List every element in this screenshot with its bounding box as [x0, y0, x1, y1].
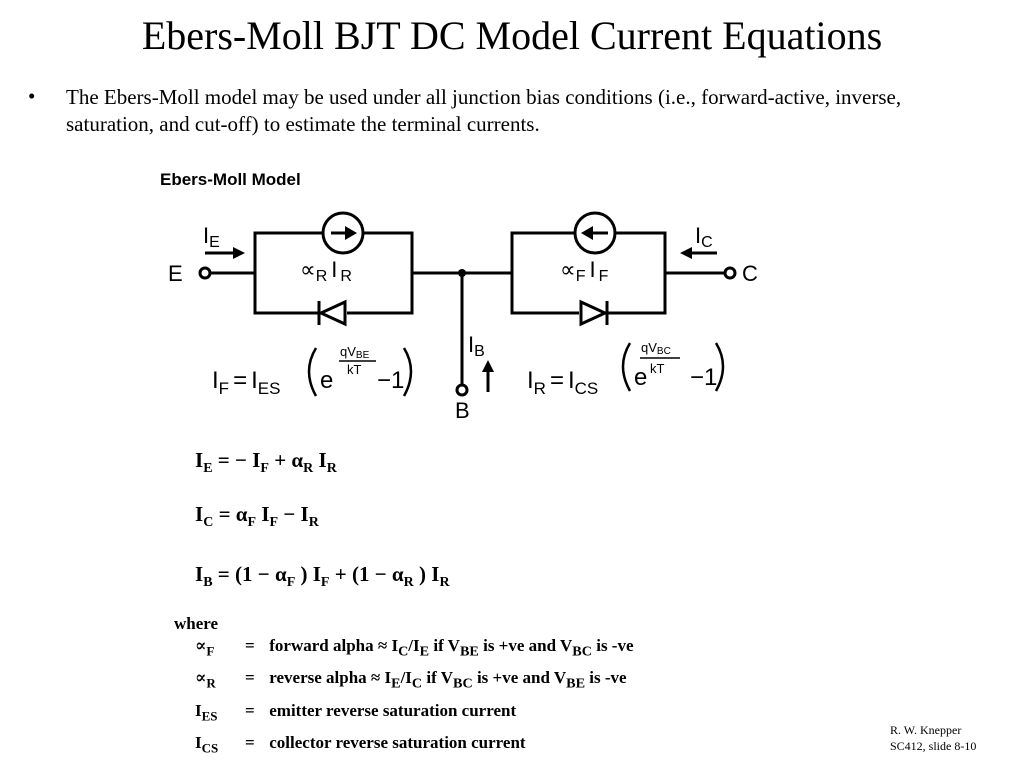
svg-text:kT: kT	[347, 362, 362, 377]
current-source-alpha-r-ir	[321, 211, 365, 255]
svg-text:qVBE: qVBE	[340, 344, 370, 361]
bullet-text: The Ebers-Moll model may be used under a…	[66, 85, 902, 136]
definition-alpha-r: ∝R= reverse alpha ≈ IE/IC if VBC is +ve …	[195, 668, 627, 692]
diode-base-collector	[579, 299, 609, 327]
definition-ies: IES= emitter reverse saturation current	[195, 701, 517, 724]
node-b-label: B	[455, 398, 470, 423]
equation-ib: IB = (1 − αF ) IF + (1 − αR ) IR	[195, 562, 450, 591]
emitter-terminal	[198, 266, 212, 280]
ie-arrow	[205, 247, 245, 259]
node-e-label: E	[168, 261, 183, 286]
equation-ie: IE = − IF + αR IR	[195, 448, 337, 477]
current-source-alpha-f-if	[573, 211, 617, 255]
ie-label: IE	[203, 223, 220, 251]
circuit-wires	[210, 231, 725, 385]
ib-arrow	[482, 360, 494, 392]
svg-text:kT: kT	[650, 361, 665, 376]
svg-text:−1: −1	[690, 364, 717, 391]
svg-text:qVBC: qVBC	[641, 340, 671, 357]
svg-text:IR=ICS: IR=ICS	[527, 367, 598, 398]
diode-equation-if: IF=IES e qVBE kT −1	[212, 344, 413, 398]
svg-text:−1: −1	[377, 367, 404, 394]
svg-text:IF=IES: IF=IES	[212, 367, 280, 398]
junction-node	[458, 269, 466, 277]
equation-ic: IC = αF IF − IR	[195, 502, 319, 531]
where-label: where	[174, 614, 219, 633]
base-terminal	[455, 383, 469, 397]
diode-equation-ir: IR=ICS e qVBC kT −1	[527, 340, 725, 398]
ic-label: IC	[695, 223, 713, 251]
diode-base-emitter	[317, 299, 347, 327]
definition-alpha-f: ∝F= forward alpha ≈ IC/IE if VBE is +ve …	[195, 636, 634, 660]
definition-ics: ICS= collector reverse saturation curren…	[195, 733, 526, 756]
slide-title: Ebers-Moll BJT DC Model Current Equation…	[141, 13, 883, 58]
svg-text:e: e	[320, 367, 333, 394]
node-c-label: C	[742, 261, 758, 286]
collector-terminal	[723, 266, 737, 280]
slide-footer: R. W. Knepper SC412, slide 8-10	[890, 722, 976, 754]
footer-slide-number: SC412, slide 8-10	[890, 739, 977, 753]
svg-text:e: e	[634, 364, 647, 391]
figure-caption: Ebers-Moll Model	[160, 170, 301, 189]
bullet-marker: •	[28, 84, 36, 108]
footer-author: R. W. Knepper	[890, 723, 962, 737]
ib-label: IB	[468, 332, 485, 360]
ic-arrow	[680, 247, 717, 259]
